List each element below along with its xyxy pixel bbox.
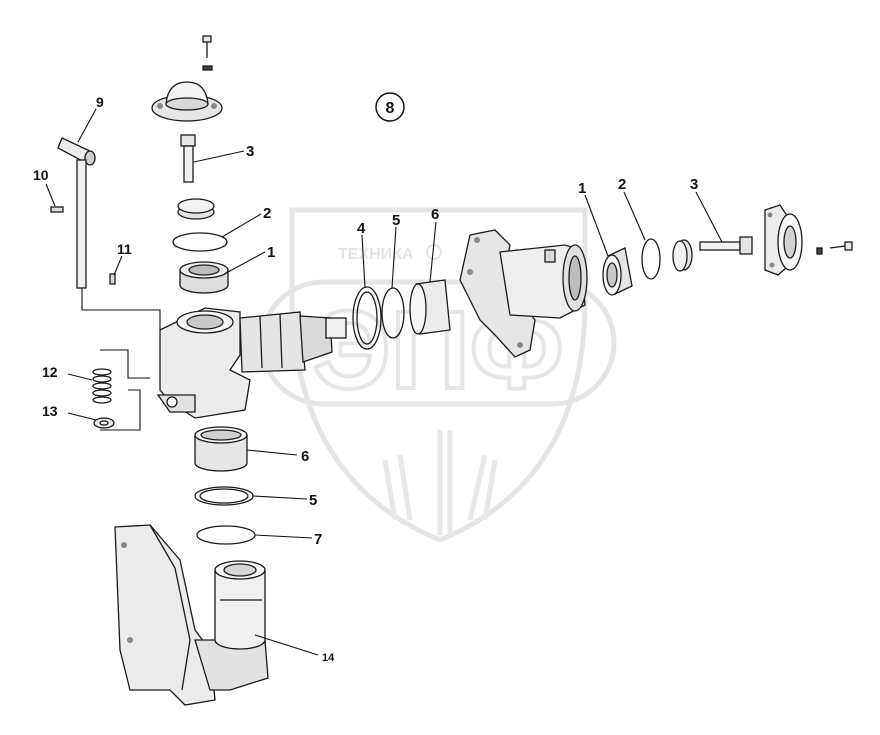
callout-6-mid: 6 <box>431 206 439 223</box>
callout-13: 13 <box>42 403 58 419</box>
o-ring-part-7 <box>196 525 256 545</box>
wheat-emblem-icon <box>382 430 498 535</box>
assembly-bracket-line <box>100 349 150 431</box>
callout-4-mid: 4 <box>357 220 366 237</box>
ring-part-5-lower <box>194 486 254 506</box>
callout-6-low: 6 <box>301 448 309 465</box>
lock-pin-part-9 <box>57 137 96 289</box>
washer-top <box>177 198 215 220</box>
callout-14: 14 <box>322 652 335 664</box>
small-pin-part-10 <box>50 206 64 213</box>
small-bolt-right <box>816 241 853 255</box>
callout-2-right: 2 <box>618 176 626 193</box>
washer-right <box>672 239 693 272</box>
callout-10: 10 <box>33 167 49 183</box>
spring-part-12 <box>92 368 112 404</box>
top-bolt <box>202 35 213 71</box>
washer-part-13 <box>93 417 115 429</box>
callout-11: 11 <box>117 241 132 257</box>
assembly-path-line <box>81 288 161 330</box>
wheel-hub-housing <box>459 229 588 358</box>
axle-bolt-part-3 <box>699 236 753 255</box>
steering-knuckle-housing <box>156 307 347 419</box>
bearing-part-1-right <box>602 247 633 296</box>
group-badge-label: 8 <box>386 100 395 117</box>
callout-3-right: 3 <box>690 176 698 193</box>
bushing-part-6-mid <box>409 279 451 335</box>
callout-12: 12 <box>42 364 58 380</box>
o-ring-part-2-top <box>172 232 228 252</box>
callout-9: 9 <box>96 94 104 110</box>
end-cap-flange <box>764 204 803 276</box>
callout-labels: 9 10 11 12 13 14 3 2 1 4 5 6 1 2 3 6 5 7 <box>33 94 698 664</box>
seal-part-4 <box>352 286 382 350</box>
group-badge: 8 <box>375 92 405 122</box>
small-pin-part-11 <box>109 273 116 285</box>
callout-5-mid: 5 <box>392 212 400 229</box>
callout-1-top: 1 <box>267 244 275 261</box>
ring-part-5-mid <box>381 287 405 339</box>
bushing-part-6-lower <box>194 426 248 472</box>
callout-5-low: 5 <box>309 492 317 509</box>
axle-bracket-part-14 <box>114 524 269 706</box>
watermark-word-left: ТЕХНИКА <box>338 246 414 263</box>
callout-1-right: 1 <box>578 180 586 197</box>
callout-2-top: 2 <box>263 205 271 222</box>
leader-lines <box>45 108 723 656</box>
callout-3-top: 3 <box>246 143 254 160</box>
kingpin-bolt-part-3 <box>180 134 196 183</box>
bearing-part-1-top <box>179 261 229 294</box>
top-cap-flange <box>151 81 223 122</box>
o-ring-part-2-right <box>641 238 661 280</box>
callout-7-low: 7 <box>314 531 322 548</box>
